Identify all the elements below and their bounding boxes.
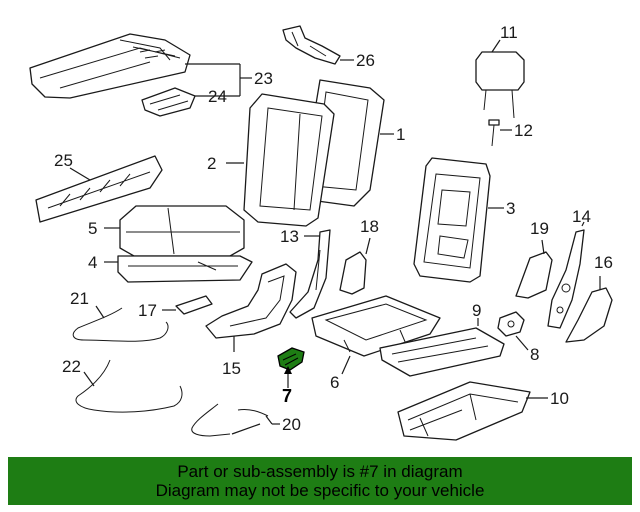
callout-6: 6 (330, 373, 339, 392)
part-15-side-shield: 15 (205, 263, 297, 378)
callout-1: 1 (396, 125, 405, 144)
part-17-handle: 17 (138, 295, 213, 320)
part-19-side-trim: 19 (515, 219, 553, 299)
callout-25: 25 (54, 151, 73, 170)
part-8-motor: 8 (497, 311, 539, 364)
callout-15: 15 (222, 359, 241, 378)
part-20-cables: 20 (191, 403, 301, 437)
part-5-cushion: 5 (88, 205, 245, 257)
callout-12: 12 (514, 121, 533, 140)
callout-17: 17 (138, 301, 157, 320)
notice-line-1: Part or sub-assembly is #7 in diagram (177, 462, 463, 481)
part-3-back-panel: 3 (413, 157, 515, 283)
callout-11: 11 (500, 23, 518, 42)
part-11-headrest: 11 (475, 23, 525, 119)
callout-16: 16 (594, 253, 613, 272)
callout-18: 18 (360, 217, 379, 236)
callout-13: 13 (280, 227, 299, 246)
callout-4: 4 (88, 253, 97, 272)
callout-8: 8 (530, 345, 539, 364)
callout-14: 14 (572, 207, 591, 226)
part-26-bracket: 26 (282, 25, 375, 70)
callout-23: 23 (254, 69, 273, 88)
part-21-cable: 21 (70, 289, 169, 342)
part-12-guide: 12 (488, 119, 533, 147)
callout-2: 2 (207, 154, 216, 173)
callout-3: 3 (506, 199, 515, 218)
callout-22: 22 (62, 357, 81, 376)
callout-5: 5 (88, 219, 97, 238)
notice-line-2: Diagram may not be specific to your vehi… (155, 481, 485, 500)
part-13-side-bracket: 13 (280, 227, 331, 319)
part-4-cushion-pad: 4 (88, 253, 253, 283)
callout-26: 26 (356, 51, 375, 70)
part-23-tray: 23 (29, 33, 273, 99)
part-22-cable: 22 (62, 357, 183, 413)
part-7-shape (277, 347, 305, 371)
part-24-bracket: 24 (141, 87, 240, 117)
part-7-highlighted: 7 (277, 347, 305, 406)
callout-9: 9 (472, 301, 481, 320)
part-9-track: 9 (379, 301, 505, 377)
callout-7: 7 (282, 386, 292, 406)
part-10-base-frame: 10 (397, 381, 569, 441)
notice-banner: Part or sub-assembly is #7 in diagram Di… (8, 457, 632, 505)
part-14-recliner: 14 (547, 207, 591, 329)
callout-19: 19 (530, 219, 549, 238)
part-6-seat-frame: 6 (311, 295, 441, 392)
part-2-seatback-cushion: 2 (207, 93, 335, 227)
callout-21: 21 (70, 289, 89, 308)
callout-10: 10 (550, 389, 569, 408)
part-18-trim: 18 (339, 217, 379, 295)
part-16-cover: 16 (565, 253, 613, 343)
parts-diagram: 23 24 26 1 2 11 (29, 23, 613, 441)
part-25-side-panel: 25 (35, 151, 163, 223)
callout-20: 20 (282, 415, 301, 434)
callout-24: 24 (208, 87, 227, 106)
